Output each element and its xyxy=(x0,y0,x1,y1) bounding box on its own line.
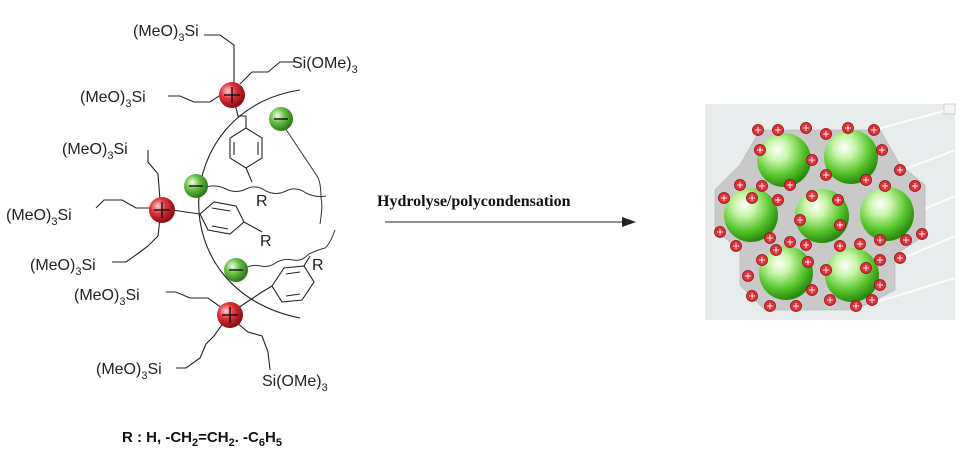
cation-dot xyxy=(794,214,806,226)
cation-dot xyxy=(874,279,886,291)
cation-dot xyxy=(842,122,854,134)
cation-dot xyxy=(860,174,872,186)
cation-dot xyxy=(834,240,846,252)
cation-dot xyxy=(770,244,782,256)
cation-dot xyxy=(824,294,836,306)
cation-dot xyxy=(800,239,812,251)
cation-dot xyxy=(764,300,776,312)
surfactant-tail-1 xyxy=(284,127,323,225)
cation-dot xyxy=(909,180,921,192)
cation-dot xyxy=(746,290,758,302)
cation-dot xyxy=(756,254,768,266)
chain-mid-2 xyxy=(95,199,152,209)
cation-dot xyxy=(820,128,832,140)
cation-dot xyxy=(874,254,886,266)
cation-dot xyxy=(802,256,814,268)
cation-dot xyxy=(850,300,862,312)
micelle-2 xyxy=(824,130,878,184)
cation-dot xyxy=(730,240,742,252)
cation-dot xyxy=(764,232,776,244)
cation-top xyxy=(219,82,245,108)
cation-dot xyxy=(854,238,866,250)
cation-dot xyxy=(742,270,754,282)
cation-dot xyxy=(806,154,818,166)
aryl-ring-upper: R xyxy=(229,116,268,210)
cation-dot xyxy=(784,236,796,248)
cation-dot xyxy=(790,300,802,312)
cation-dot xyxy=(894,252,906,264)
cation-dot xyxy=(860,262,872,274)
cation-dot xyxy=(752,124,764,136)
chain-mid-3 xyxy=(112,217,161,263)
micelle-7 xyxy=(825,248,879,302)
cation-dot xyxy=(876,144,888,156)
silane-label-5: (MeO)3Si xyxy=(6,207,72,228)
cation-dot xyxy=(806,284,818,296)
cation-bottom xyxy=(217,302,243,328)
cation-dot xyxy=(868,124,880,136)
silane-label-1: (MeO)3Si xyxy=(133,23,199,44)
silane-label-7: (MeO)3Si xyxy=(74,287,140,308)
molecular-scheme: R R R xyxy=(6,23,358,449)
cation-dot xyxy=(718,192,730,204)
r-label-lower: R xyxy=(312,257,324,274)
anion-3 xyxy=(224,258,248,282)
micelle-3 xyxy=(724,188,778,242)
chain-bot-2 xyxy=(176,321,225,369)
chain-mid-1 xyxy=(147,150,161,201)
cation-dot xyxy=(754,144,766,156)
arrow-label: Hydrolyse/polycondensation xyxy=(377,193,571,210)
cation-dot xyxy=(806,190,818,202)
cation-dot xyxy=(879,180,891,192)
cation-dot xyxy=(832,194,844,206)
surfactant-tail-2 xyxy=(205,185,327,198)
cation-dot xyxy=(894,164,906,176)
chain-bot-3 xyxy=(235,321,271,371)
micelle-6 xyxy=(759,246,813,300)
cation-dot xyxy=(820,169,832,181)
cation-dot xyxy=(874,234,886,246)
chain-bot-stem xyxy=(237,285,273,309)
cation-dot xyxy=(756,180,768,192)
r-label-middle: R xyxy=(260,233,272,250)
reaction-arrow: Hydrolyse/polycondensation xyxy=(377,193,636,227)
silane-label-3: (MeO)3Si xyxy=(80,89,146,110)
r-definition: R : H, -CH2=CH2. -C6H5 xyxy=(122,429,282,449)
chain-top-1 xyxy=(204,34,235,90)
cation-dot xyxy=(734,179,746,191)
aryl-ring-lower: R xyxy=(271,255,324,303)
cation-dot xyxy=(772,194,784,206)
silane-label-2: Si(OMe)3 xyxy=(292,55,358,76)
anion-1 xyxy=(269,107,293,131)
cation-dot xyxy=(800,122,812,134)
cation-dot xyxy=(820,264,832,276)
aryl-ring-middle: R xyxy=(199,201,272,250)
cation-dot xyxy=(772,124,784,136)
micelle-1 xyxy=(757,133,811,187)
chain-mid-stem xyxy=(171,209,201,215)
cation-dot xyxy=(900,234,912,246)
cation-dot xyxy=(866,294,878,306)
cation-middle xyxy=(149,197,175,223)
silane-label-8: (MeO)3Si xyxy=(96,361,162,382)
r-label-upper: R xyxy=(256,193,268,210)
cation-dots xyxy=(714,122,928,312)
chain-top-3 xyxy=(168,91,226,103)
silane-label-9: Si(OMe)3 xyxy=(262,373,328,394)
cation-dot xyxy=(746,192,758,204)
silane-label-4: (MeO)3Si xyxy=(62,141,128,162)
mesostructure-render xyxy=(705,103,956,320)
cation-dot xyxy=(834,219,846,231)
cation-dot xyxy=(714,226,726,238)
micelle-5 xyxy=(860,187,914,241)
chain-top-2 xyxy=(239,61,296,85)
chain-bot-1 xyxy=(166,291,223,309)
silane-label-6: (MeO)3Si xyxy=(30,257,96,278)
cation-dot xyxy=(916,228,928,240)
surfactant-tail-3 xyxy=(244,229,336,269)
cation-dot xyxy=(784,179,796,191)
anion-2 xyxy=(184,174,208,198)
